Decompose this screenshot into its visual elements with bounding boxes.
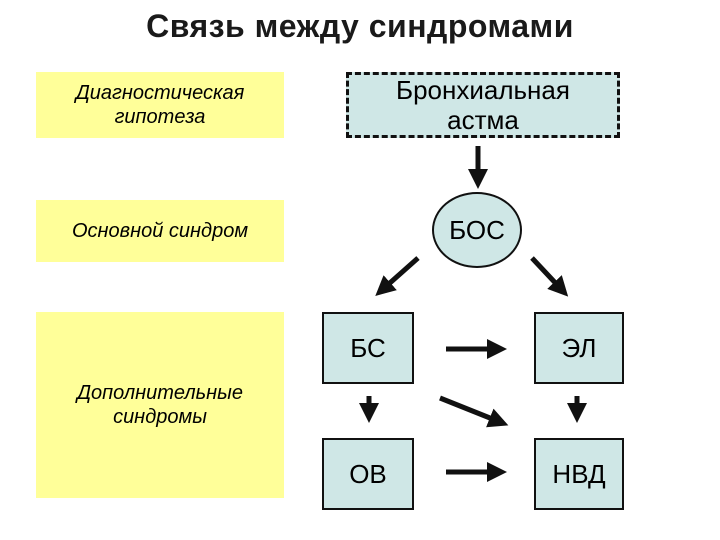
- label-hypothesis: Диагностическая гипотеза: [36, 72, 284, 138]
- arrow-bs-to-nvd: [439, 395, 509, 428]
- node-asthma: Бронхиальная астма: [346, 72, 620, 138]
- node-ov-text: ОВ: [349, 458, 387, 489]
- node-bs-text: БС: [350, 332, 386, 363]
- arrow-bos-to-bs: [375, 256, 420, 296]
- label-main-syndrome-text: Основной синдром: [71, 220, 249, 242]
- page-title: Связь между синдромами: [146, 8, 574, 44]
- node-nvd-text: НВД: [552, 458, 606, 489]
- node-bos: БОС: [432, 192, 522, 268]
- node-ov: ОВ: [322, 438, 414, 510]
- node-asthma-text: Бронхиальная астма: [396, 75, 570, 135]
- node-nvd: НВД: [534, 438, 624, 510]
- node-el-text: ЭЛ: [561, 332, 597, 363]
- label-hypothesis-text: Диагностическая гипотеза: [75, 82, 245, 128]
- node-el: ЭЛ: [534, 312, 624, 384]
- label-main-syndrome: Основной синдром: [36, 200, 284, 262]
- arrow-bos-to-el: [530, 256, 569, 297]
- label-additional-syndromes-text: Дополнительные синдромы: [76, 382, 244, 428]
- node-bos-text: БОС: [449, 214, 505, 245]
- node-bs: БС: [322, 312, 414, 384]
- label-additional-syndromes: Дополнительные синдромы: [36, 312, 284, 498]
